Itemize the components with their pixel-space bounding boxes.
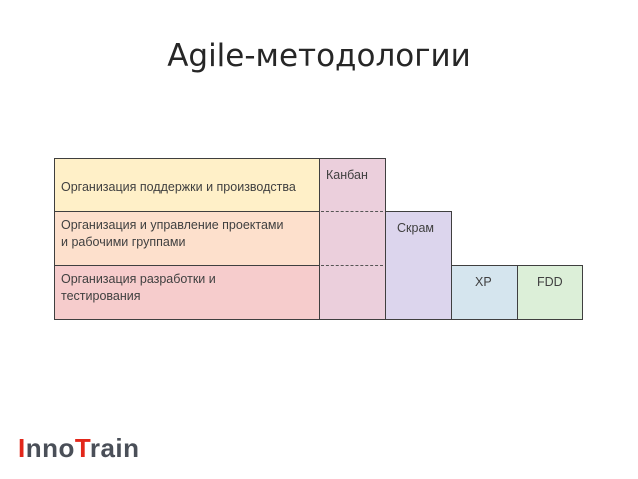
logo-part-4: rain (89, 433, 140, 463)
innotrain-logo: InnoTrain (18, 433, 140, 464)
row-projects: Организация и управление проектами и раб… (54, 211, 322, 266)
xp-label: XP (475, 275, 492, 289)
logo-part-1: I (18, 433, 26, 463)
logo-part-3: T (74, 433, 90, 463)
row-support-label: Организация поддержки и производства (61, 180, 296, 194)
slide-title: Agile-методологии (167, 38, 471, 74)
row-projects-line2: и рабочими группами (61, 235, 186, 249)
row-development-line2: тестирования (61, 289, 141, 303)
scrum-column (385, 211, 452, 320)
kanban-divider-1 (321, 211, 383, 212)
fdd-label: FDD (537, 275, 563, 289)
kanban-column (319, 158, 386, 320)
kanban-label: Канбан (326, 168, 368, 182)
fdd-column (517, 265, 583, 320)
scrum-label: Скрам (397, 221, 434, 235)
row-projects-line1: Организация и управление проектами (61, 218, 284, 232)
xp-column (451, 265, 518, 320)
logo-part-2: nno (25, 433, 75, 463)
row-development: Организация разработки и тестирования (54, 265, 322, 320)
row-support: Организация поддержки и производства (54, 158, 322, 212)
row-development-line1: Организация разработки и (61, 272, 216, 286)
kanban-divider-2 (321, 265, 383, 266)
